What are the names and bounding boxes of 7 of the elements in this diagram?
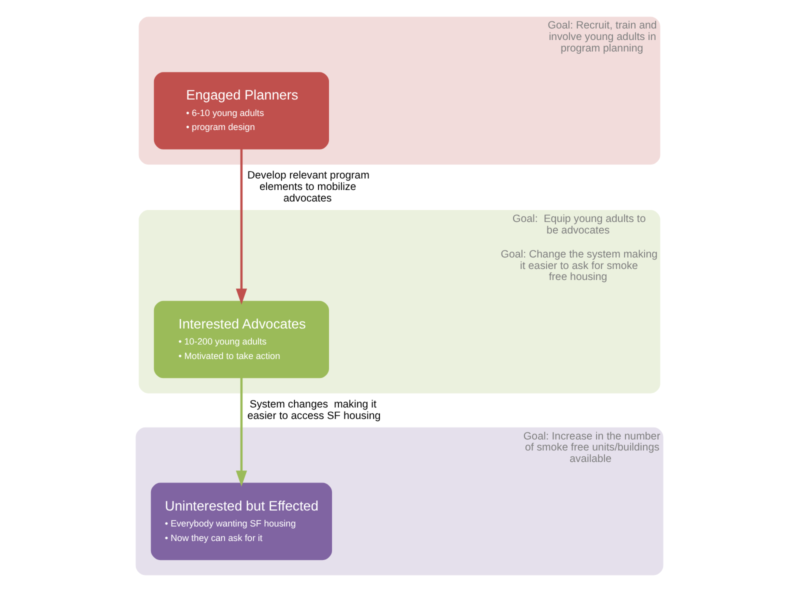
edge-label: Develop relevant program elements to mobilize advocates	[247, 170, 370, 204]
arrow	[236, 378, 248, 487]
node-box: Engaged Planners • 6-10 young adults • program design	[154, 72, 329, 150]
edge-label: System changes making it easier to access SF housing	[247, 398, 381, 422]
node-box: Uninterested but Effected • Everybody wanting SF housing • Now they can ask for it	[150, 482, 332, 560]
node-box: Interested Advocates • 10-200 young adults • Motivated to take action	[154, 300, 329, 378]
arrow	[236, 149, 248, 305]
